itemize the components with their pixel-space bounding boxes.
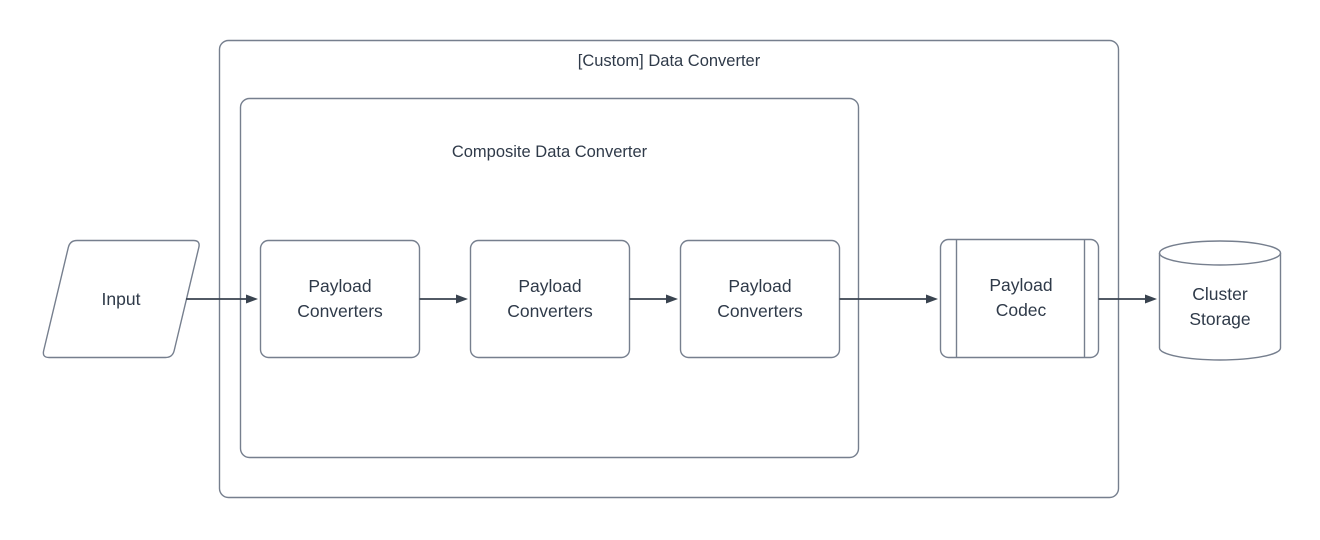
- node-payload-converters-2: [469, 239, 631, 359]
- node-input: [42, 239, 200, 359]
- node-payload-codec: [939, 238, 1100, 359]
- node-payload-converters-3: [679, 239, 841, 359]
- cylinder-top-rim: [1158, 252, 1282, 266]
- node-payload-converters-1: [259, 239, 421, 359]
- node-cluster-storage: [1158, 240, 1282, 361]
